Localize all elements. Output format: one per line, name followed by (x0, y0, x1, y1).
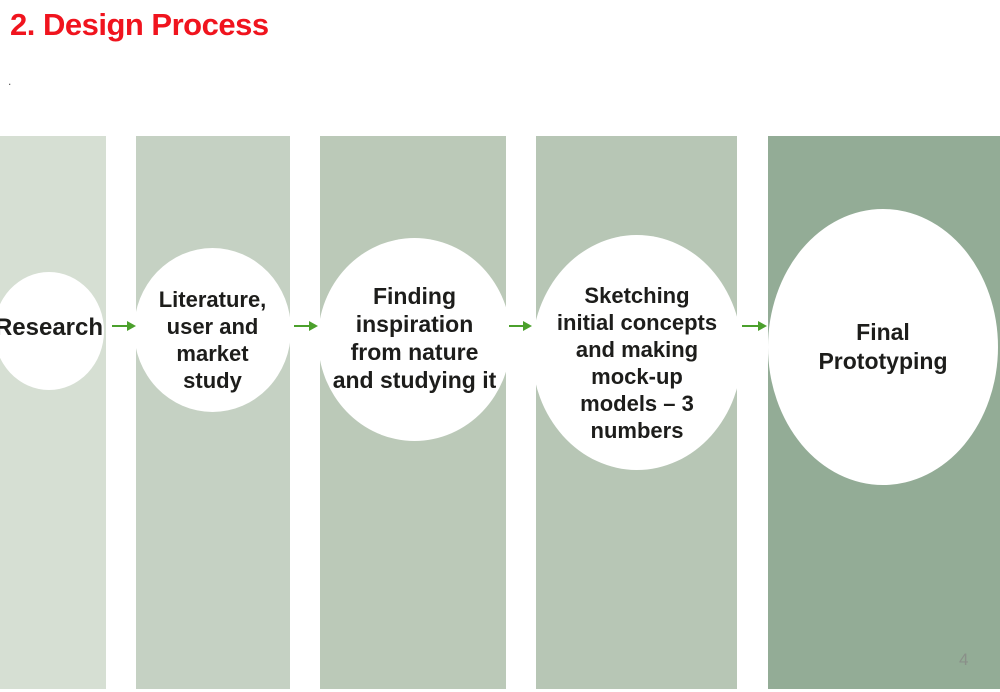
arrow-right-icon (742, 320, 767, 332)
stage-bubble: Final Prototyping (768, 209, 998, 485)
stage-label: Literature, user and market study (158, 287, 267, 393)
arrow-right-icon (112, 320, 136, 332)
stage-bubble: Sketching initial concepts and making mo… (532, 235, 742, 470)
arrow-shaft (509, 325, 526, 327)
arrow-shaft (112, 325, 130, 327)
stage-column (136, 136, 290, 689)
arrow-head (758, 321, 767, 331)
page-number: 4 (959, 650, 969, 669)
stage-label: Sketching initial concepts and making mo… (556, 282, 718, 443)
stage-bubble: Finding inspiration from nature and stud… (318, 238, 511, 441)
stage-column (0, 136, 106, 689)
stage-label: Research (0, 313, 104, 341)
page-title: 2. Design Process (10, 7, 269, 42)
arrow-shaft (294, 325, 312, 327)
stage-label: Final Prototyping (818, 319, 948, 374)
arrow-right-icon (294, 320, 318, 332)
arrow-head (309, 321, 318, 331)
arrow-head (127, 321, 136, 331)
arrow-right-icon (509, 320, 532, 332)
arrow-shaft (742, 325, 761, 327)
stage-bubble: Research (0, 272, 104, 390)
arrow-head (523, 321, 532, 331)
stage-bubble: Literature, user and market study (134, 248, 291, 412)
stage-label: Finding inspiration from nature and stud… (332, 282, 497, 393)
stray-period-mark: . (8, 74, 12, 88)
